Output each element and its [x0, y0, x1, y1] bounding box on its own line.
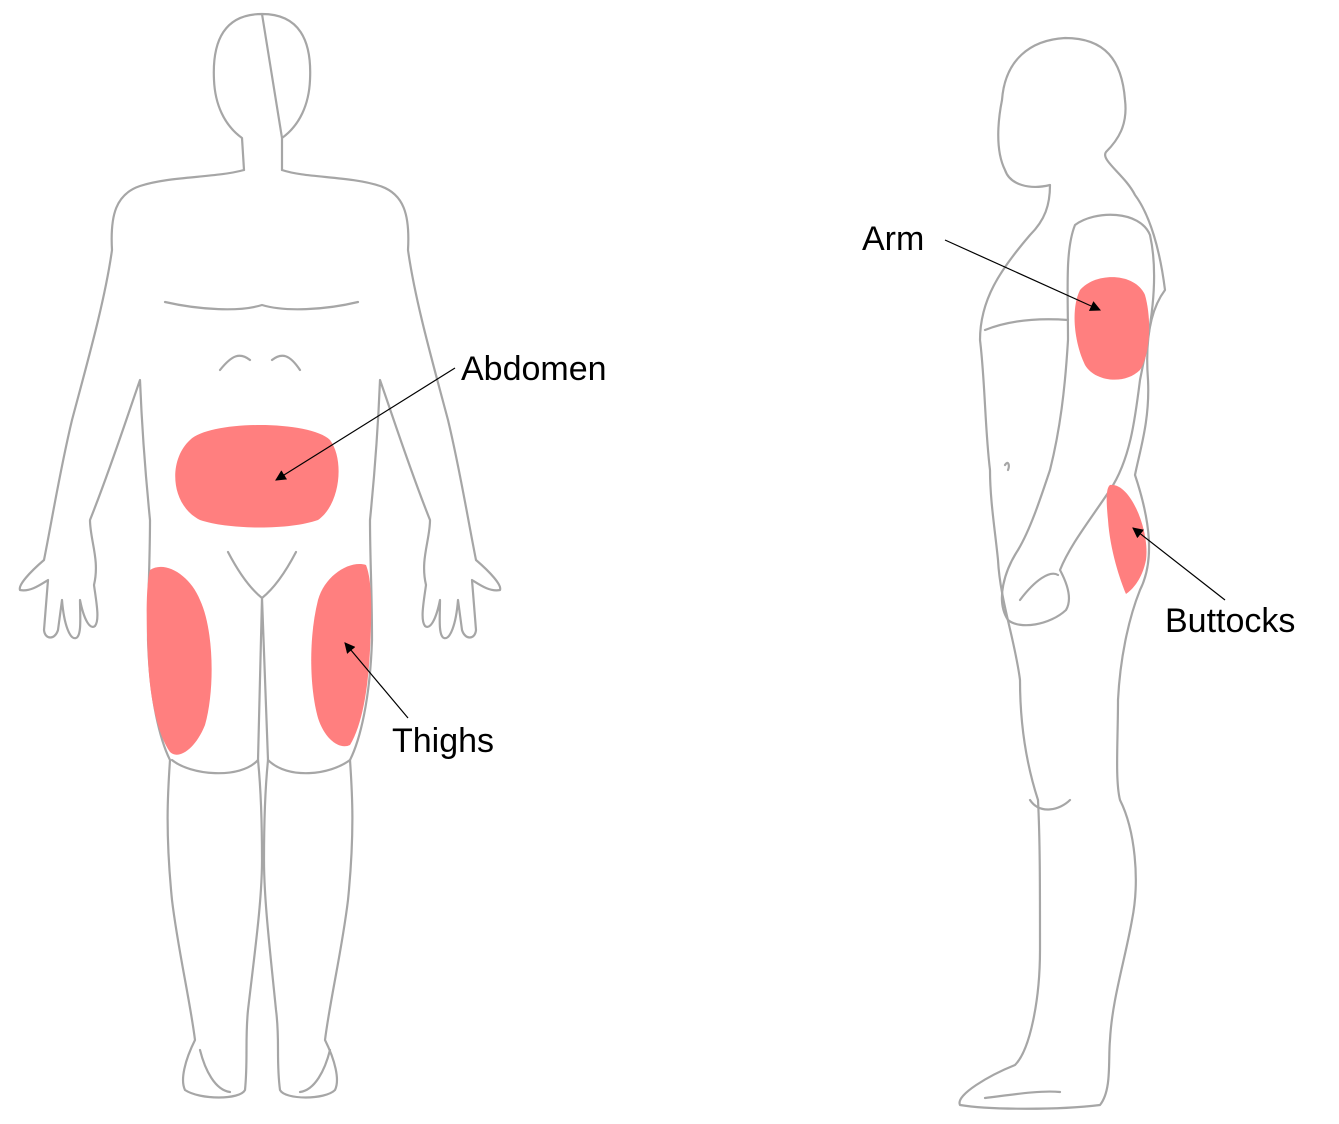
abdomen-label: Abdomen	[461, 350, 607, 388]
buttocks-site	[1106, 484, 1147, 594]
side-body-outline	[958, 36, 1167, 1110]
buttocks-label: Buttocks	[1165, 602, 1295, 640]
front-body-figure	[18, 12, 502, 1099]
side-body-figure	[958, 36, 1167, 1110]
side-detail-lines	[983, 318, 1072, 1100]
arm-label: Arm	[862, 220, 924, 258]
side-arm-outline	[1000, 213, 1156, 627]
left-thigh-site	[146, 566, 212, 755]
front-chest-lines	[163, 300, 360, 1094]
arm-leader-arrow	[944, 239, 1101, 311]
front-torso-outline	[18, 168, 502, 1099]
thighs-label: Thighs	[392, 722, 494, 760]
thighs-leader-arrow	[344, 642, 409, 719]
arm-site	[1074, 277, 1150, 380]
abdomen-leader-arrow	[275, 367, 456, 481]
buttocks-leader-arrow	[1132, 527, 1226, 601]
abdomen-site	[175, 425, 339, 528]
front-head	[212, 12, 312, 172]
right-thigh-site	[311, 564, 372, 747]
